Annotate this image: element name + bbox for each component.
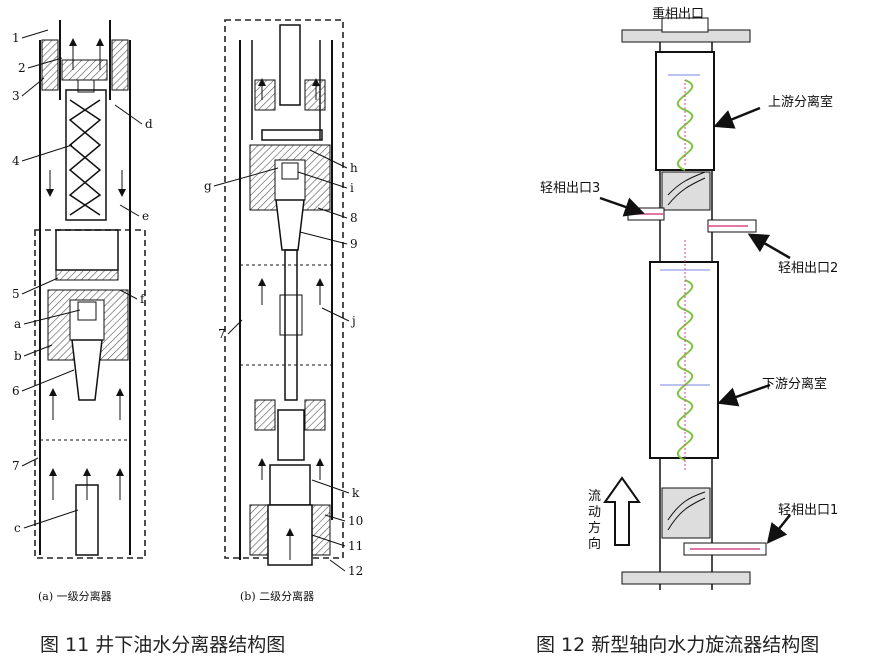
light-outlet-1-label: 轻相出口1 <box>778 503 838 518</box>
downstream-chamber-label: 下游分离室 <box>762 376 827 392</box>
label-g: g <box>204 179 212 193</box>
label-12: 12 <box>348 564 363 578</box>
label-9: 9 <box>350 237 358 251</box>
heavy-outlet-label: 重相出口 <box>652 6 704 22</box>
label-h: h <box>350 161 358 175</box>
figure-11-caption: 图 11 井下油水分离器结构图 <box>40 634 286 656</box>
separator-a-labels: 1 2 3 4 5 a b 6 7 c d e f (a) 一级分离器 <box>12 29 153 603</box>
label-e: e <box>142 209 149 223</box>
separator-b-labels: g 7 h i 8 9 j k 10 11 12 (b) 二级分离器 <box>204 149 363 603</box>
hydrocyclone-labels: 重相出口 上游分离室 轻相出口3 轻相出口2 下游分离室 轻相出口1 流动方向 <box>540 6 838 552</box>
hydrocyclone-drawing <box>599 17 791 590</box>
figure-12-caption: 图 12 新型轴向水力旋流器结构图 <box>536 634 820 656</box>
label-c: c <box>14 521 21 535</box>
label-11: 11 <box>348 539 363 553</box>
label-k: k <box>352 486 360 500</box>
label-7b: 7 <box>218 327 226 341</box>
label-5: 5 <box>12 287 20 301</box>
separator-b-drawing <box>224 19 344 566</box>
label-3: 3 <box>12 89 20 103</box>
label-j: j <box>350 314 356 328</box>
label-7: 7 <box>12 459 20 473</box>
label-4: 4 <box>12 154 20 168</box>
subcaption-a: (a) 一级分离器 <box>38 589 112 603</box>
flow-direction-char: 流 <box>588 489 601 504</box>
label-b: b <box>14 349 22 363</box>
label-f: f <box>140 292 146 306</box>
upstream-chamber-label: 上游分离室 <box>768 94 833 110</box>
label-1: 1 <box>12 31 20 45</box>
light-outlet-3-label: 轻相出口3 <box>540 181 600 196</box>
label-8: 8 <box>350 211 358 225</box>
separator-a-drawing <box>34 20 146 559</box>
label-a: a <box>14 317 21 331</box>
flow-direction-label: 流动方向 <box>588 489 601 552</box>
label-i: i <box>350 181 354 195</box>
label-d: d <box>145 117 153 131</box>
flow-direction-char: 向 <box>588 536 601 552</box>
flow-direction-char: 动 <box>588 505 601 520</box>
label-2: 2 <box>18 61 26 75</box>
label-6: 6 <box>12 384 20 398</box>
subcaption-b: (b) 二级分离器 <box>240 589 314 603</box>
figure-canvas: 1 2 3 4 5 a b 6 7 c d e f (a) 一级分离器 <box>12 6 838 603</box>
light-outlet-2-label: 轻相出口2 <box>778 261 838 276</box>
label-10: 10 <box>348 514 363 528</box>
flow-direction-char: 方 <box>588 520 601 536</box>
